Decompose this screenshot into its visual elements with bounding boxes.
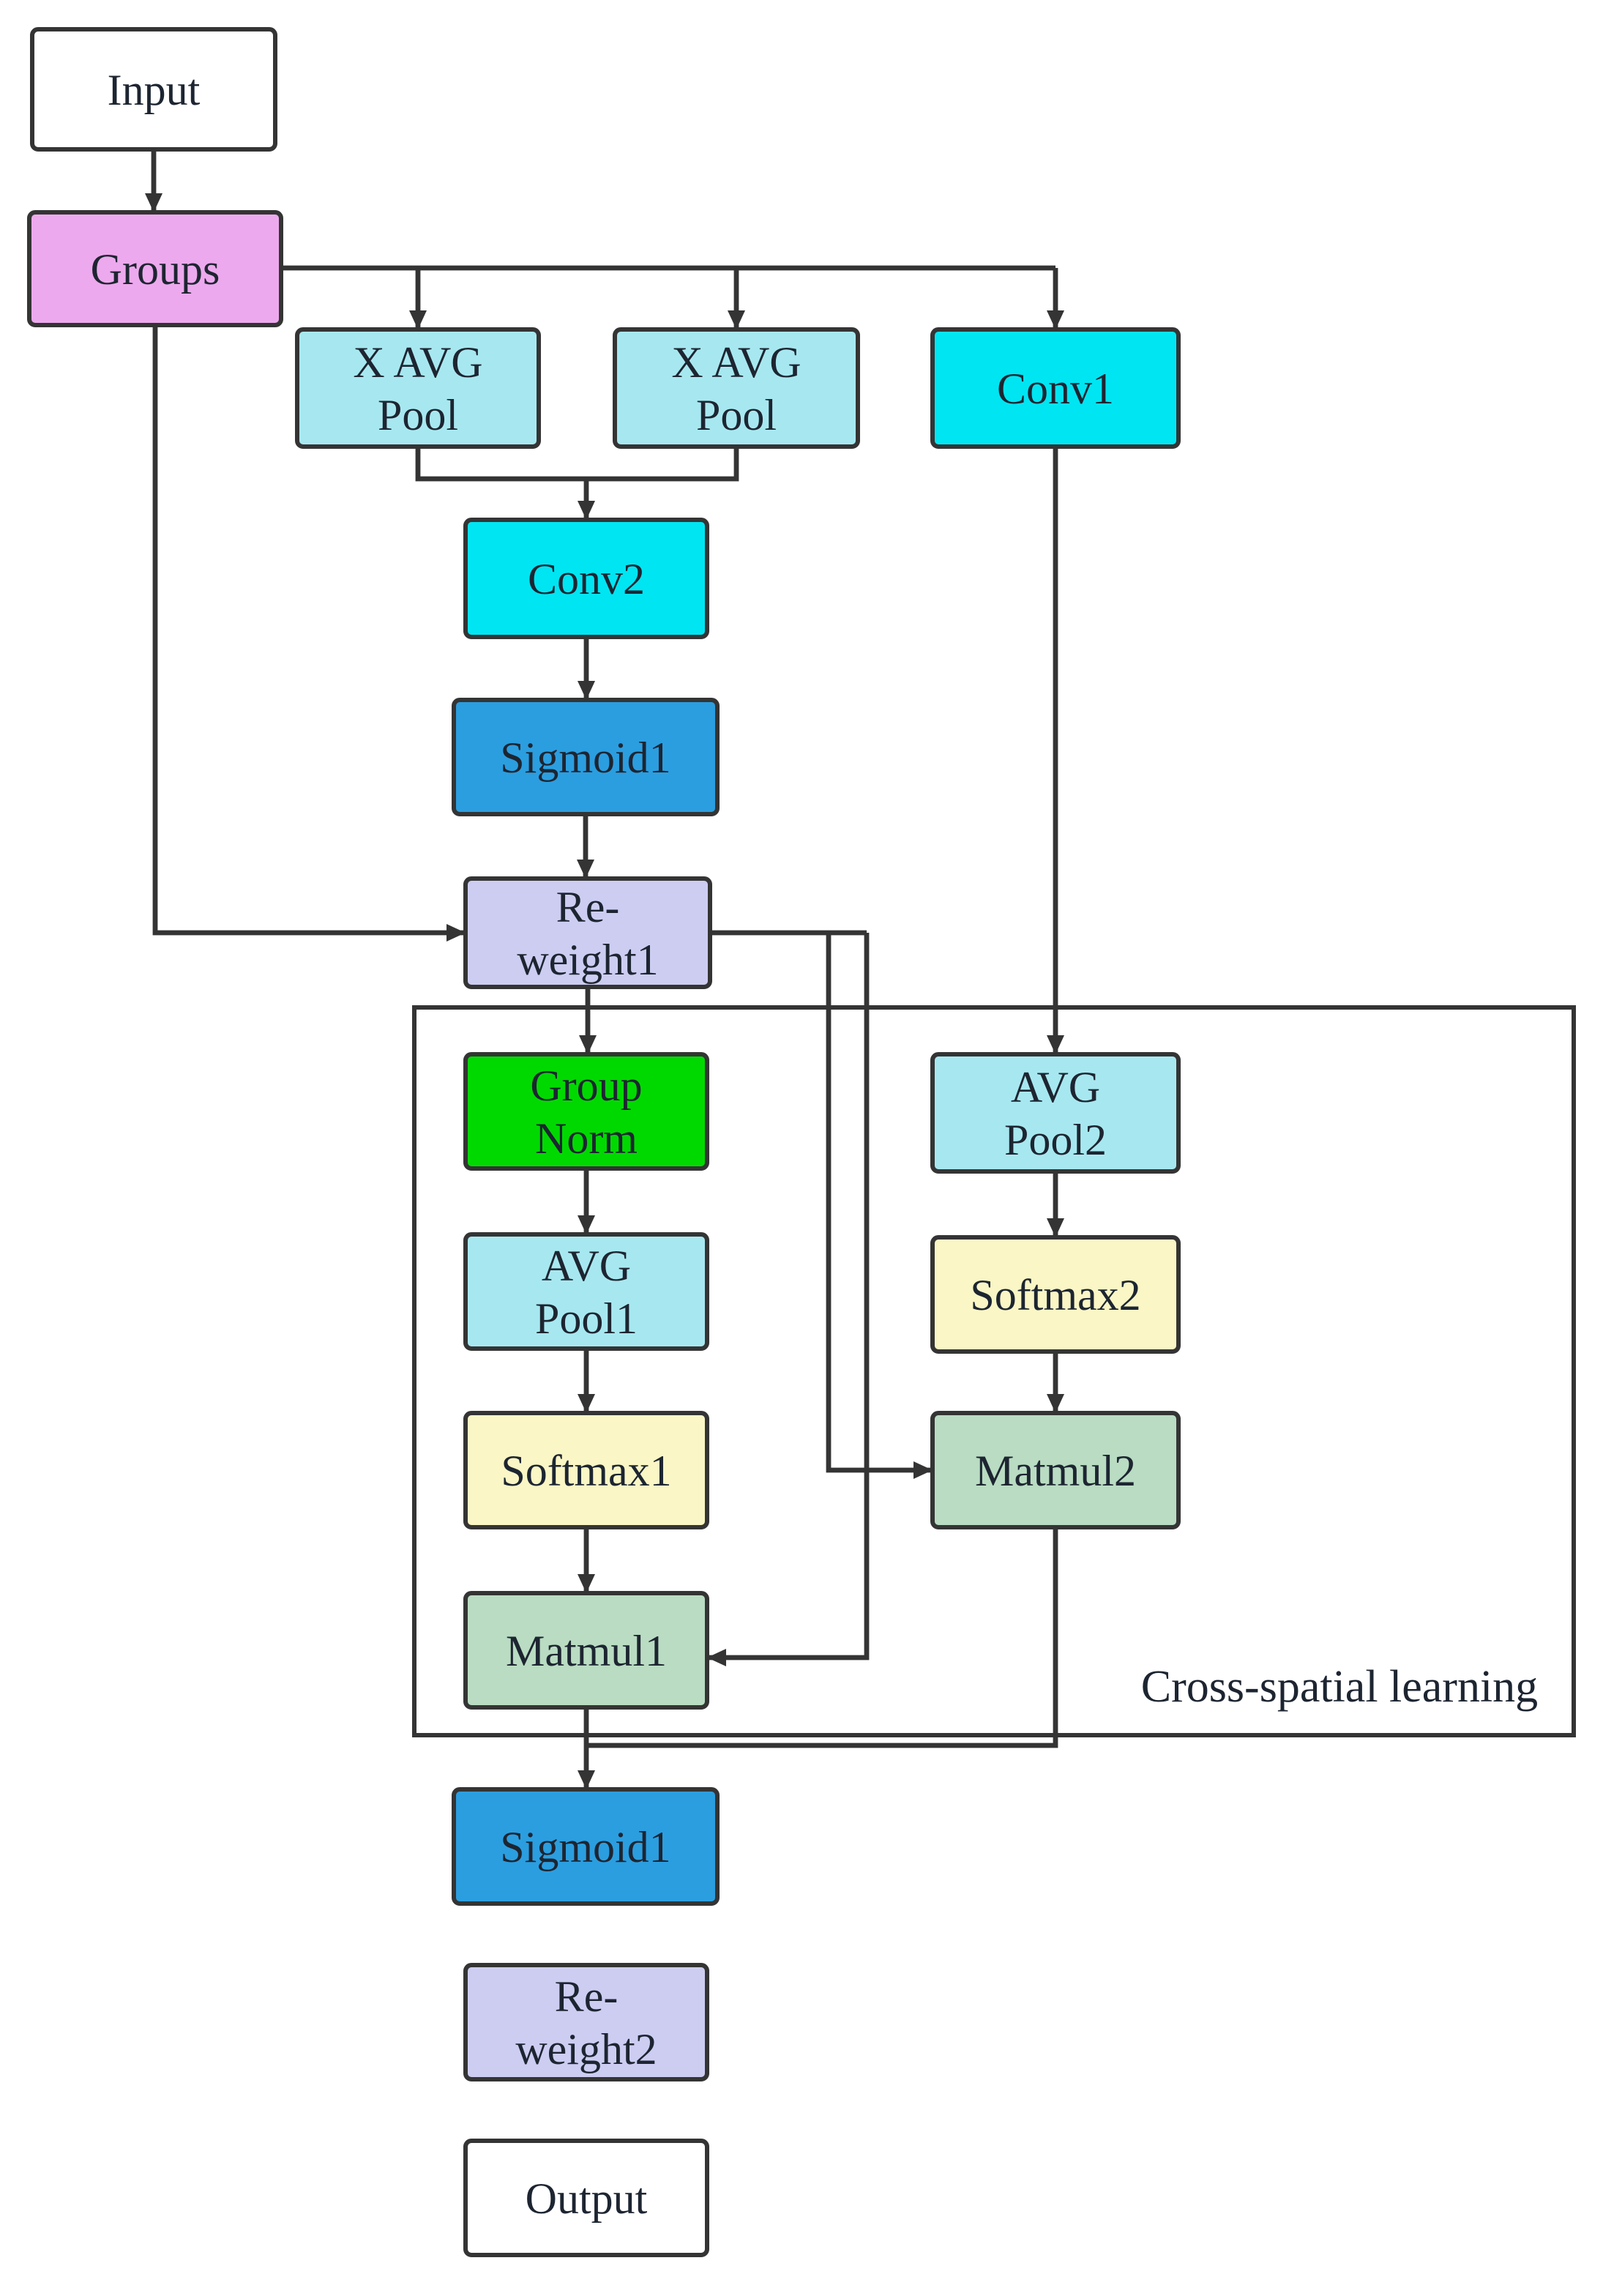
node-output [463, 2139, 709, 2257]
edge-groups-to-reweight1 [152, 325, 466, 942]
node-label-conv2: Conv2 [528, 555, 645, 603]
node-re-weight2 [463, 1963, 709, 2081]
node-avg-pool2 [930, 1052, 1181, 1174]
node-sigmoid1-top [452, 698, 720, 816]
node-softmax1 [463, 1411, 709, 1529]
node-x-avg-pool-1 [295, 327, 541, 449]
edge-pools-merge [415, 447, 739, 482]
node-label-matmul2: Matmul2 [975, 1447, 1136, 1495]
node-label-matmul1: Matmul1 [506, 1627, 667, 1675]
node-label-re-weight2: Re-weight2 [515, 1972, 657, 2073]
node-label-re-weight1: Re-weight1 [517, 883, 658, 984]
node-label-sigmoid1-top: Sigmoid1 [500, 734, 670, 782]
edge-branch-to-matmul2 [826, 933, 933, 1479]
node-label-sigmoid1-bottom: Sigmoid1 [500, 1823, 670, 1871]
node-input [30, 27, 277, 152]
node-sigmoid1-bottom [452, 1787, 720, 1906]
node-matmul2 [930, 1411, 1181, 1529]
node-re-weight1 [463, 876, 712, 989]
node-conv1 [930, 327, 1181, 449]
node-label-softmax2: Softmax2 [970, 1271, 1140, 1319]
edge-matmul2-to-join [586, 1527, 1058, 1748]
cross-spatial-learning-label: Cross-spatial learning [1141, 1662, 1538, 1712]
node-x-avg-pool-2 [613, 327, 860, 449]
edge-layer [145, 149, 1064, 1789]
node-label-conv1: Conv1 [997, 365, 1114, 413]
node-conv2 [463, 518, 709, 639]
node-matmul1 [463, 1591, 709, 1710]
node-groups [27, 210, 283, 327]
node-group-norm [463, 1052, 709, 1171]
edge-branch-to-matmul1 [707, 933, 870, 1666]
cross-spatial-learning-box [412, 1005, 1576, 1737]
node-label-groups: Groups [91, 245, 220, 294]
node-softmax2 [930, 1235, 1181, 1354]
node-label-input: Input [108, 66, 201, 114]
node-label-softmax1: Softmax1 [501, 1447, 671, 1495]
node-avg-pool1 [463, 1232, 709, 1351]
node-label-output: Output [526, 2174, 648, 2223]
cross-spatial-learning-region: Cross-spatial learning [412, 1005, 1576, 1737]
